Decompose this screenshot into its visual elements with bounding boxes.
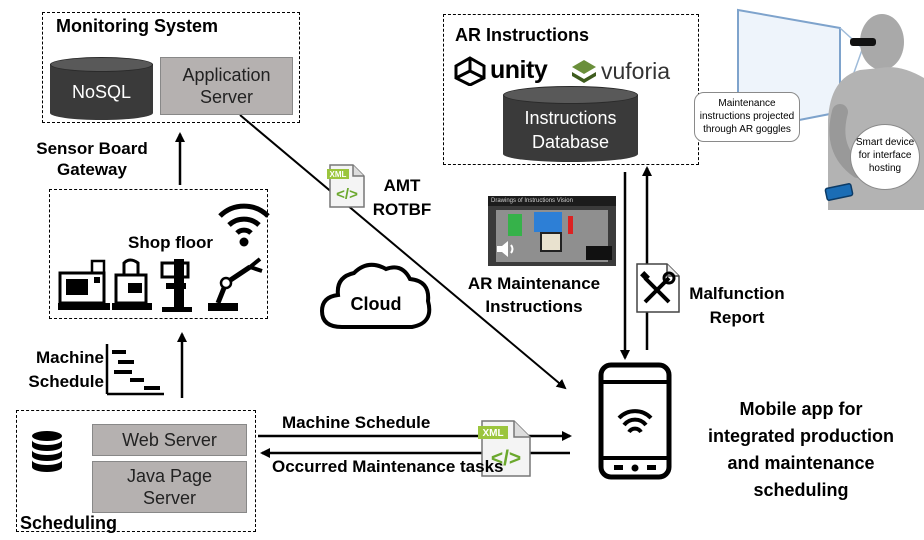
- goggles-line1: Maintenance: [718, 98, 776, 109]
- vuforia-wordmark: vuforia: [601, 58, 671, 84]
- java-line1: Java Page: [126, 466, 213, 486]
- java-page-server-box: Java Page Server: [92, 461, 247, 513]
- robot-arm-icon: [208, 257, 263, 311]
- xml-badge-schedule: XML: [482, 428, 503, 439]
- application-server-box: Application Server: [160, 57, 293, 115]
- ar-db-line1: Instructions: [524, 107, 617, 128]
- database-icon: [32, 431, 62, 472]
- machine-schedule-side-line1: Machine: [35, 348, 104, 367]
- ar-instructions-box: [443, 14, 699, 165]
- speaker-icon: [497, 241, 514, 257]
- smart-device-line3: hosting: [868, 163, 902, 174]
- web-server-box: Web Server: [92, 424, 247, 456]
- sensor-gateway-line1: Sensor Board: [36, 139, 148, 158]
- video-title-bar: Drawings of Instructions Vision: [488, 196, 616, 206]
- cloud-icon: [319, 262, 432, 329]
- unity-wordmark: unity: [490, 56, 548, 84]
- ar-maintenance-label: AR Maintenance Instructions: [448, 272, 620, 318]
- drill-press-icon: [160, 259, 192, 312]
- gantt-chart-icon: [105, 344, 164, 396]
- amt-line2: ROTBF: [372, 200, 432, 219]
- mobile-phone-icon[interactable]: [598, 362, 672, 480]
- scheduling-title: Scheduling: [20, 513, 118, 533]
- phone-wifi-icon: [617, 409, 653, 434]
- mobile-line1: Mobile app for: [739, 399, 863, 419]
- amt-rotbf-label: AMT ROTBF: [372, 174, 432, 222]
- vuforia-logo-icon: [572, 60, 596, 83]
- mobile-app-caption: Mobile app for integrated production and…: [690, 396, 912, 504]
- mobile-line3: and maintenance: [727, 453, 875, 473]
- shop-floor-title: Shop floor: [128, 233, 213, 252]
- nosql-database: NoSQL: [50, 57, 153, 120]
- sensor-gateway-line2: Gateway: [57, 160, 127, 179]
- malfunction-line2: Report: [709, 308, 765, 327]
- occurred-maintenance-label: Occurred Maintenance tasks: [272, 457, 504, 476]
- svg-text:</>: </>: [491, 447, 521, 470]
- ar-instructions-title: AR Instructions: [455, 25, 590, 45]
- scheduling-box: [16, 410, 256, 532]
- java-line2: Server: [142, 488, 196, 508]
- cloud-label: Cloud: [350, 294, 402, 314]
- app-server-line2: Server: [199, 87, 253, 107]
- svg-text:</>: </>: [336, 186, 358, 203]
- machine-schedule-side-label: Machine Schedule: [12, 346, 104, 394]
- malfunction-line1: Malfunction: [689, 284, 785, 303]
- wifi-icon: [218, 203, 270, 247]
- machine-tools-icon: [58, 257, 263, 312]
- unity-logo-icon: [454, 56, 486, 86]
- cnc-machine-icon: [58, 259, 110, 310]
- goggles-line3: through AR goggles: [703, 124, 791, 135]
- shop-floor-box: [49, 189, 268, 319]
- mobile-line4: scheduling: [753, 480, 849, 500]
- ar-video-thumbnail[interactable]: Drawings of Instructions Vision: [488, 196, 616, 266]
- mobile-line2: integrated production: [708, 426, 894, 446]
- smart-device-line2: for interface: [858, 150, 912, 161]
- lathe-icon: [112, 258, 152, 310]
- goggles-line2: instructions projected: [699, 111, 795, 122]
- tools-report-icon: [636, 263, 680, 313]
- instructions-database: Instructions Database: [503, 86, 638, 162]
- malfunction-report-label: Malfunction Report: [682, 282, 792, 330]
- machine-schedule-arrow-label: Machine Schedule: [282, 413, 431, 432]
- xml-badge-amt: XML: [330, 170, 347, 179]
- xml-file-icon-schedule: XML </>: [478, 420, 531, 477]
- smart-device-callout: Smart device for interface hosting: [850, 124, 920, 190]
- arrow-monitoring-to-mobile: [239, 114, 567, 390]
- machine-schedule-side-line2: Schedule: [28, 372, 104, 391]
- ar-maint-line1: AR Maintenance: [467, 274, 601, 293]
- monitoring-system-box: [42, 12, 300, 123]
- web-server-label: Web Server: [122, 430, 217, 450]
- sensor-gateway-label: Sensor Board Gateway: [22, 138, 162, 180]
- goggles-callout: Maintenance instructions projected throu…: [694, 92, 800, 142]
- monitoring-system-title: Monitoring System: [56, 16, 219, 36]
- ar-maint-line2: Instructions: [485, 297, 583, 316]
- app-server-line1: Application: [182, 65, 271, 85]
- xml-file-icon-amt: XML </>: [327, 164, 365, 208]
- nosql-label: NoSQL: [71, 81, 132, 102]
- smart-device-line1: Smart device: [855, 137, 915, 148]
- amt-line1: AMT: [383, 176, 421, 195]
- ar-db-line2: Database: [531, 131, 610, 152]
